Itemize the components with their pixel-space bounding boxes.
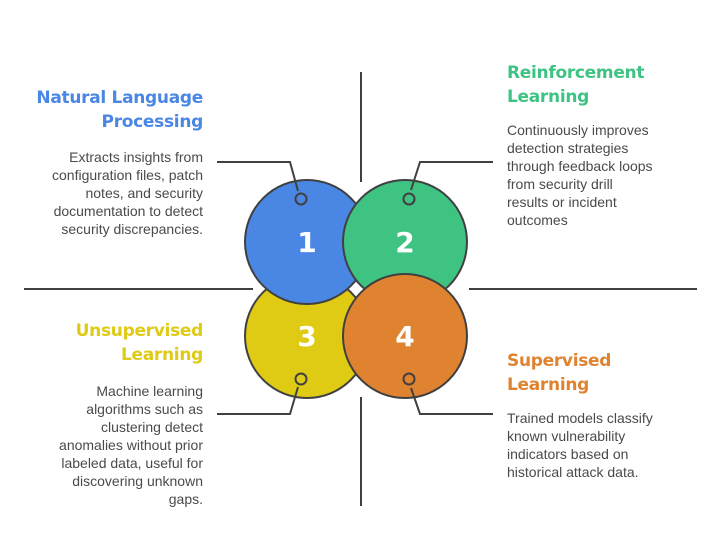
circle-number-4: 4 <box>395 320 414 353</box>
section-2-title-line-2: Learning <box>507 87 590 107</box>
desc-line: Machine learning <box>96 383 203 399</box>
desc-line: Trained models classify <box>507 410 653 426</box>
connector-4-ring-icon <box>402 372 416 386</box>
desc-line: anomalies without prior <box>59 437 203 453</box>
desc-line: outcomes <box>507 212 568 228</box>
connector-2-line <box>410 161 493 191</box>
connector-3-ring-icon <box>294 372 308 386</box>
connector-4-line <box>410 387 493 415</box>
desc-line: indicators based on <box>507 446 629 462</box>
section-3-title-line-1: Unsupervised <box>75 321 204 341</box>
desc-line: configuration files, patch <box>52 167 203 183</box>
connector-3-line <box>217 386 299 415</box>
desc-line: algorithms such as <box>86 401 203 417</box>
section-2-description: Continuously improves detection strategi… <box>507 121 653 229</box>
section-1-description: Extracts insights from configuration fil… <box>52 148 203 238</box>
section-3-title-line-2: Learning <box>120 345 203 365</box>
section-3-description: Machine learning algorithms such as clus… <box>59 382 203 508</box>
section-4-title: Supervised Learning <box>507 349 611 397</box>
circle-number-3: 3 <box>297 320 316 353</box>
desc-line: historical attack data. <box>507 464 639 480</box>
desc-line: security discrepancies. <box>61 221 203 237</box>
circle-4 <box>342 273 468 399</box>
desc-line: notes, and security <box>85 185 203 201</box>
desc-line: gaps. <box>168 491 203 507</box>
desc-line: detection strategies <box>507 140 629 156</box>
connector-2-ring-icon <box>402 192 416 206</box>
desc-line: from security drill <box>507 176 613 192</box>
desc-line: labeled data, useful for <box>61 455 203 471</box>
section-2-title-line-1: Reinforcement <box>507 63 645 83</box>
section-1-title: Natural Language Processing <box>36 86 203 134</box>
connector-1-ring-icon <box>294 192 308 206</box>
desc-line: results or incident <box>507 194 617 210</box>
desc-line: through feedback loops <box>507 158 653 174</box>
desc-line: discovering unknown <box>72 473 203 489</box>
circle-number-1: 1 <box>297 226 316 259</box>
desc-line: known vulnerability <box>507 428 626 444</box>
desc-line: clustering detect <box>101 419 203 435</box>
section-4-title-line-2: Learning <box>507 375 590 395</box>
circle-number-2: 2 <box>395 226 414 259</box>
section-1-title-line-2: Processing <box>101 112 204 132</box>
section-4-title-line-1: Supervised <box>507 351 612 371</box>
desc-line: Continuously improves <box>507 122 649 138</box>
section-1-title-line-1: Natural Language <box>36 88 203 108</box>
section-3-title: Unsupervised Learning <box>75 319 204 367</box>
desc-line: Extracts insights from <box>69 149 203 165</box>
section-4-description: Trained models classify known vulnerabil… <box>507 409 653 481</box>
section-2-title: Reinforcement Learning <box>507 61 645 109</box>
desc-line: documentation to detect <box>53 203 203 219</box>
connector-1-line <box>217 161 299 192</box>
